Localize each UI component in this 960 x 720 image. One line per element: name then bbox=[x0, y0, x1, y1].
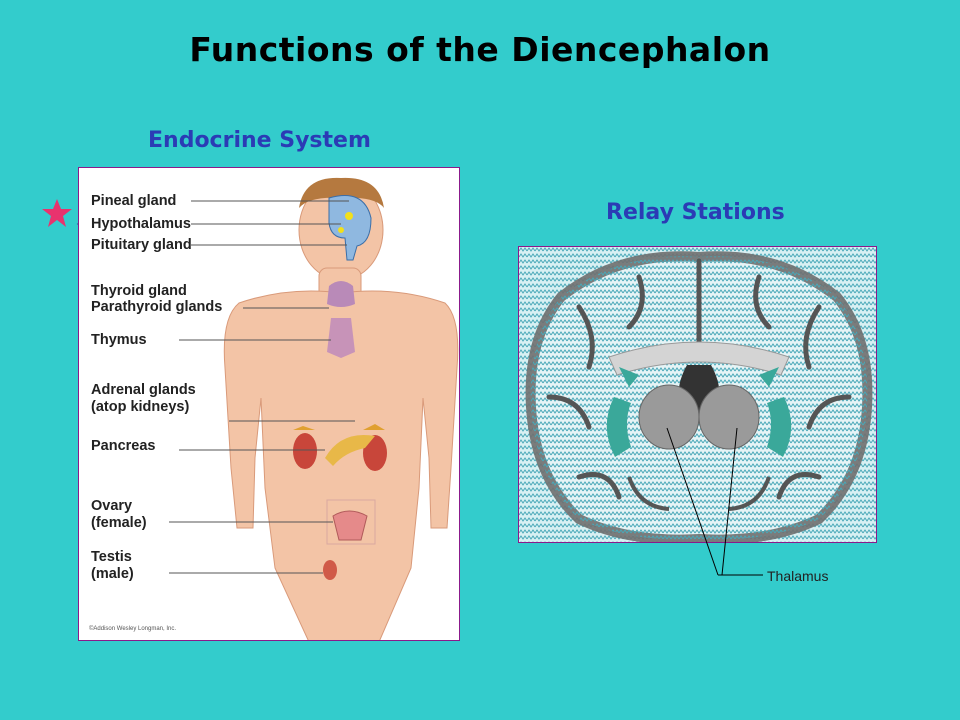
label-thyroid: Thyroid gland bbox=[91, 283, 187, 299]
label-pancreas: Pancreas bbox=[91, 438, 156, 454]
label-testis-line1: Testis bbox=[91, 549, 132, 565]
brain-coronal-section bbox=[518, 246, 877, 543]
label-pineal: Pineal gland bbox=[91, 193, 177, 209]
label-adrenal-line1: Adrenal glands bbox=[91, 382, 196, 398]
brain-figure bbox=[519, 247, 876, 542]
label-adrenal-line2: (atop kidneys) bbox=[91, 399, 190, 415]
label-testis-line2: (male) bbox=[91, 566, 134, 582]
label-pituitary: Pituitary gland bbox=[91, 237, 192, 253]
label-hypothalamus: Hypothalamus bbox=[91, 216, 191, 232]
page-title: Functions of the Diencephalon bbox=[189, 30, 771, 69]
star-icon bbox=[42, 199, 72, 227]
thalamus-label: Thalamus bbox=[767, 568, 829, 584]
label-parathyroid: Parathyroid glands bbox=[91, 299, 223, 315]
endocrine-illustration: Pineal gland Hypothalamus Pituitary glan… bbox=[78, 167, 460, 641]
label-ovary-line2: (female) bbox=[91, 515, 147, 531]
copyright-note: ©Addison Wesley Longman, Inc. bbox=[89, 626, 177, 632]
endocrine-heading: Endocrine System bbox=[148, 128, 371, 153]
label-ovary-line1: Ovary bbox=[91, 498, 133, 514]
label-thymus: Thymus bbox=[91, 332, 147, 348]
relay-heading: Relay Stations bbox=[606, 200, 785, 225]
body-figure bbox=[169, 177, 459, 640]
